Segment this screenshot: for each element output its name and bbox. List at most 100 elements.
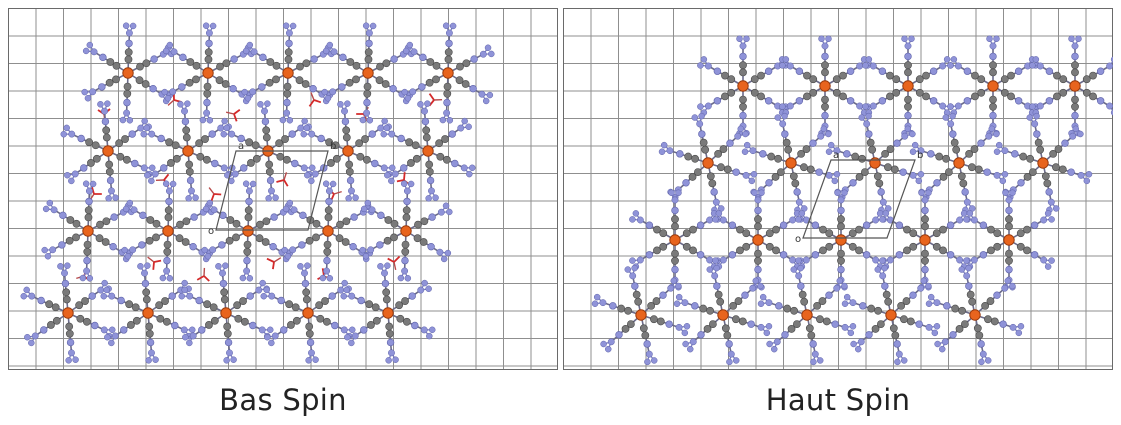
metal-atom xyxy=(242,225,254,237)
nitrogen-atom xyxy=(786,102,794,110)
nitrogen-atom xyxy=(758,189,765,197)
carbon-atom xyxy=(435,139,444,148)
nitrogen-atom xyxy=(242,47,250,55)
metal-complex xyxy=(161,22,255,124)
nitrogen-atom xyxy=(28,339,35,347)
nitrogen-atom xyxy=(152,356,159,363)
nitrogen-atom xyxy=(217,124,225,132)
guest-bond xyxy=(396,179,405,183)
nitrogen-atom xyxy=(42,205,50,213)
carbon-atom xyxy=(220,288,229,297)
carbon-atom xyxy=(47,321,55,329)
guest-bond xyxy=(308,99,315,107)
nitrogen-atom xyxy=(1031,120,1039,128)
nitrogen-atom xyxy=(486,91,494,99)
carbon-atom xyxy=(123,89,132,98)
nitrogen-atom xyxy=(739,52,747,61)
carbon-atom xyxy=(944,168,953,177)
nitrogen-atom xyxy=(407,180,415,188)
carbon-atom xyxy=(341,238,350,246)
carbon-atom xyxy=(411,141,420,150)
carbon-atom xyxy=(783,304,792,313)
nitrogen-atom xyxy=(833,171,841,178)
carbon-atom xyxy=(65,329,74,338)
carbon-atom xyxy=(302,288,311,297)
nitrogen-atom xyxy=(385,357,392,364)
metal-complex xyxy=(1029,35,1113,137)
carbon-atom xyxy=(265,167,274,176)
carbon-atom xyxy=(262,133,271,142)
carbon-atom xyxy=(165,138,174,147)
nitrogen-atom xyxy=(789,256,797,264)
nitrogen-atom xyxy=(268,339,275,347)
nitrogen-atom xyxy=(904,125,912,133)
carbon-atom xyxy=(345,160,354,169)
nitrogen-atom xyxy=(636,256,644,264)
carbon-atom xyxy=(182,217,191,226)
carbon-atom xyxy=(287,321,295,329)
nitrogen-atom xyxy=(697,62,704,69)
carbon-atom xyxy=(721,71,729,80)
carbon-atom xyxy=(362,155,371,164)
nitrogen-atom xyxy=(970,216,978,224)
nitrogen-atom xyxy=(82,180,90,187)
metal-complex xyxy=(140,100,236,202)
nitrogen-atom xyxy=(849,299,857,307)
carbon-atom xyxy=(754,256,762,265)
nitrogen-atom xyxy=(591,300,599,307)
carbon-atom xyxy=(970,145,979,153)
nitrogen-atom xyxy=(71,170,79,178)
guest-bond xyxy=(196,275,205,281)
carbon-atom xyxy=(332,154,341,163)
nitrogen-atom xyxy=(915,177,923,185)
nitrogen-atom xyxy=(893,139,901,147)
nitrogen-atom xyxy=(311,170,319,178)
metal-atom xyxy=(752,234,764,246)
metal-atom xyxy=(1069,80,1081,92)
carbon-atom xyxy=(283,89,292,98)
nitrogen-atom xyxy=(1071,111,1079,120)
nitrogen-atom xyxy=(895,350,903,358)
carbon-atom xyxy=(789,172,798,181)
nitrogen-atom xyxy=(925,300,933,307)
guest-molecule xyxy=(266,257,282,270)
nitrogen-atom xyxy=(795,257,802,264)
carbon-atom xyxy=(900,315,908,324)
nitrogen-atom xyxy=(242,180,250,187)
nitrogen-atom xyxy=(742,130,749,138)
carbon-atom xyxy=(921,222,929,231)
nitrogen-atom xyxy=(999,177,1007,185)
carbon-atom xyxy=(265,78,274,87)
nitrogen-atom xyxy=(1096,97,1105,105)
nitrogen-atom xyxy=(131,159,139,168)
nitrogen-atom xyxy=(446,117,454,124)
nitrogen-atom xyxy=(675,189,682,197)
nitrogen-atom xyxy=(765,179,773,187)
nitrogen-atom xyxy=(629,257,636,264)
nitrogen-atom xyxy=(726,358,733,366)
nitrogen-atom xyxy=(732,357,740,364)
nitrogen-atom xyxy=(340,292,347,300)
nitrogen-atom xyxy=(764,67,773,75)
nitrogen-atom xyxy=(963,97,972,105)
nitrogen-atom xyxy=(246,275,254,282)
carbon-atom xyxy=(832,88,841,97)
nitrogen-atom xyxy=(624,266,632,273)
nitrogen-atom xyxy=(303,124,310,132)
nitrogen-atom xyxy=(163,267,171,275)
metal-complex xyxy=(178,262,274,364)
carbon-atom xyxy=(807,331,816,340)
nitrogen-atom xyxy=(84,94,92,102)
carbon-atom xyxy=(65,236,74,245)
carbon-atom xyxy=(800,297,809,306)
carbon-atom xyxy=(175,234,184,243)
nitrogen-atom xyxy=(750,171,758,178)
nitrogen-atom xyxy=(1106,62,1113,70)
nitrogen-atom xyxy=(970,256,978,264)
carbon-atom xyxy=(131,303,140,312)
carbon-atom xyxy=(75,301,84,310)
nitrogen-atom xyxy=(479,50,487,58)
carbon-atom xyxy=(765,242,774,251)
carbon-atom xyxy=(422,133,431,142)
nitrogen-atom xyxy=(297,263,304,270)
